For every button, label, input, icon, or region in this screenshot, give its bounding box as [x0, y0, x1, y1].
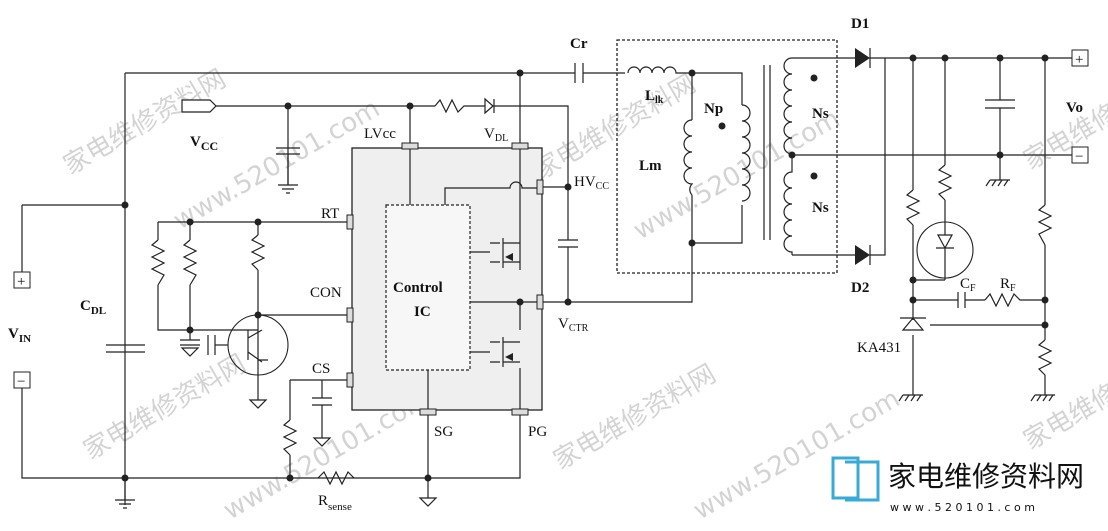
label-vcc: VCC — [190, 134, 218, 153]
pin-lvcc — [401, 142, 419, 150]
vin-plus-terminal — [13, 271, 31, 289]
diode-d2 — [855, 245, 870, 265]
watermark-cn-5: 家电维修资料网 — [1019, 59, 1108, 176]
label-hvcc: HVCC — [574, 174, 609, 192]
label-cs: CS — [312, 361, 330, 377]
vo-plus-symbol: + — [1075, 52, 1083, 68]
label-llk: Llk — [645, 88, 664, 106]
label-control-ic-2: IC — [414, 304, 431, 320]
optocoupler-led — [916, 221, 974, 279]
pin-pg — [511, 408, 529, 416]
ground-icon — [985, 179, 1010, 187]
label-ns-bottom: Ns — [812, 200, 829, 216]
label-ka431: KA431 — [857, 340, 901, 356]
watermark-layer: 家电维修资料网 www.520101.com 家电维修资料网 www.52010… — [59, 59, 1108, 526]
ka431-symbol — [901, 317, 925, 331]
terminals: + − + − — [13, 49, 1089, 390]
label-pg: PG — [528, 424, 547, 440]
label-ns-top: Ns — [812, 106, 829, 122]
brand-logo: 家电维修资料网 w w w . 5 2 0 1 0 1 . c o m — [831, 456, 1084, 514]
ground-icon — [898, 394, 923, 402]
ground-icon — [180, 347, 200, 357]
watermark-cn-6: 家电维修资料网 — [1019, 339, 1108, 456]
label-vin: VIN — [8, 326, 31, 345]
pin-hvcc — [536, 179, 544, 195]
label-d1: D1 — [851, 16, 869, 32]
resistor-rt1 — [150, 239, 166, 286]
labels: Cr D1 D2 VCC LVcc VDL HVCC RT CON CS SG … — [8, 16, 1083, 513]
ic-pins — [346, 142, 544, 416]
label-control-ic-1: Control — [393, 280, 443, 296]
ground-icon — [312, 437, 332, 447]
pin-rt — [346, 214, 354, 230]
brand-logo-icon — [831, 456, 860, 500]
label-rf: RF — [1000, 276, 1016, 294]
label-cdl: CDL — [80, 298, 106, 317]
label-rsense: Rsense — [318, 493, 352, 513]
watermark-cn-4: 家电维修资料网 — [549, 359, 722, 476]
label-sg: SG — [434, 424, 453, 440]
resistor-cs — [282, 419, 298, 456]
label-vo: Vo — [1066, 100, 1083, 116]
ground-icon — [418, 497, 438, 507]
pin-con — [346, 307, 354, 323]
pin-vctr — [536, 294, 544, 310]
label-lvcc: LVcc — [364, 126, 396, 142]
ground-icon — [248, 399, 268, 409]
watermark-cn-3: 家电维修资料网 — [79, 349, 252, 466]
label-vctr: VCTR — [558, 316, 589, 334]
label-np: Np — [704, 101, 723, 117]
pin-sg — [419, 408, 437, 416]
resistor-div2 — [1037, 339, 1053, 376]
ground-icon — [1030, 394, 1055, 402]
vin-minus-terminal — [13, 371, 31, 389]
capacitors — [180, 147, 300, 346]
ground-icon — [278, 184, 298, 194]
ground-symbols — [115, 179, 1055, 509]
pin-cs — [346, 372, 354, 388]
label-con: CON — [310, 285, 342, 301]
watermark-cn-1: 家电维修资料网 — [59, 64, 232, 181]
label-vdl: VDL — [484, 126, 508, 144]
brand-url: w w w . 5 2 0 1 0 1 . c o m — [890, 501, 1035, 514]
label-rt: RT — [321, 206, 339, 222]
vo-minus-symbol: − — [1075, 149, 1083, 165]
label-lm: Lm — [639, 158, 662, 174]
control-ic-core — [385, 204, 471, 371]
ic-internals — [409, 148, 542, 410]
vcc-input-arrow-icon — [181, 99, 217, 113]
resistor-div1 — [1037, 204, 1053, 246]
wiring — [21, 48, 1060, 505]
label-d2: D2 — [851, 280, 869, 296]
vin-plus-symbol: + — [17, 274, 25, 290]
transformer-box — [616, 39, 838, 274]
resistor-fb1 — [905, 189, 921, 226]
transformer-windings — [627, 57, 818, 255]
resistors — [150, 164, 1053, 456]
watermark-url-4: www.520101.com — [689, 384, 906, 526]
brand-name: 家电维修资料网 — [888, 460, 1084, 493]
vin-minus-symbol: − — [17, 374, 25, 390]
diode-d1 — [855, 48, 870, 68]
resistor-rt3 — [250, 234, 266, 271]
watermark-cn-2: 家电维修资料网 — [529, 69, 702, 186]
label-cr: Cr — [570, 36, 588, 52]
pin-vdl — [511, 142, 529, 150]
junctions — [121, 54, 1049, 482]
resistor-rt2 — [182, 239, 198, 286]
resistor-fb2 — [937, 164, 953, 201]
label-cf: CF — [960, 276, 976, 294]
ground-icon — [115, 499, 135, 509]
